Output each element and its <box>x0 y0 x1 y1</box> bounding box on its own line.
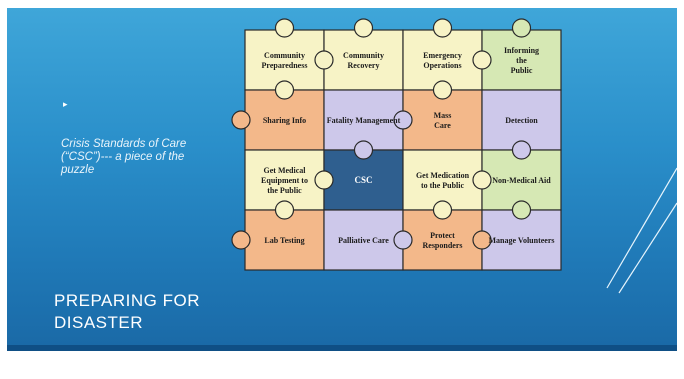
puzzle-knob <box>274 80 295 100</box>
puzzle-piece-label: CSC <box>354 175 372 185</box>
puzzle-knob <box>432 18 453 38</box>
puzzle-piece-label: Get Medication <box>416 171 470 180</box>
puzzle-piece-label: Palliative Care <box>338 236 389 245</box>
puzzle-piece-label: Community <box>343 51 384 60</box>
puzzle-knob <box>274 200 295 220</box>
puzzle-piece <box>244 29 325 91</box>
puzzle-piece <box>244 89 325 151</box>
puzzle-knob <box>511 140 532 160</box>
puzzle-piece-label: Informing <box>504 46 539 55</box>
puzzle-knob <box>353 140 374 160</box>
puzzle-piece-label: to the Public <box>421 181 465 190</box>
puzzle-piece-label: Equipment to <box>261 176 308 185</box>
puzzle-piece-label: Care <box>434 121 451 130</box>
puzzle-piece-label: Mass <box>434 111 452 120</box>
puzzle-piece <box>481 29 562 91</box>
puzzle-piece <box>402 29 483 91</box>
puzzle-piece-label: Sharing Info <box>263 116 306 125</box>
puzzle-knob <box>314 170 334 190</box>
puzzle-piece-label: Operations <box>423 61 461 70</box>
puzzle-knob <box>472 50 492 70</box>
puzzle-piece <box>481 149 562 211</box>
puzzle-piece-label: Fatality Management <box>327 116 401 125</box>
puzzle-knob <box>432 200 453 220</box>
bottom-stripe <box>7 345 677 351</box>
puzzle-piece-label: the Public <box>267 186 302 195</box>
puzzle-piece-label: Get Medical <box>264 166 307 175</box>
puzzle-knob <box>274 18 295 38</box>
puzzle-knob <box>231 230 251 250</box>
puzzle-piece-label: Lab Testing <box>264 236 304 245</box>
puzzle-piece-label: Community <box>264 51 305 60</box>
puzzle-knob <box>511 18 532 38</box>
puzzle-knob <box>353 18 374 38</box>
puzzle-piece <box>323 89 404 151</box>
puzzle-piece <box>323 29 404 91</box>
puzzle-piece-label: the <box>516 56 527 65</box>
puzzle-piece <box>402 149 483 211</box>
slide-title: PREPARING FOR DISASTER <box>54 291 200 332</box>
puzzle-piece-label: Public <box>511 66 533 75</box>
puzzle-diagram: CommunityPreparednessCommunityRecoveryEm… <box>231 18 562 271</box>
puzzle-piece-label: Detection <box>505 116 538 125</box>
slide: ▸ Crisis Standards of Care (“CSC”)--- a … <box>7 8 677 351</box>
puzzle-piece-label: Emergency <box>423 51 462 60</box>
puzzle-piece <box>244 209 325 271</box>
csc-note: Crisis Standards of Care (“CSC”)--- a pi… <box>61 138 187 176</box>
puzzle-knob <box>393 230 413 250</box>
puzzle-knob <box>231 110 251 130</box>
puzzle-piece-label: Preparedness <box>262 61 308 70</box>
puzzle-piece-label: Non-Medical Aid <box>492 176 551 185</box>
puzzle-piece <box>323 209 404 271</box>
puzzle-piece-label: Responders <box>422 241 462 250</box>
puzzle-knob <box>472 230 492 250</box>
decorative-lines <box>606 167 677 294</box>
puzzle-knob <box>393 110 413 130</box>
puzzle-piece-label: Recovery <box>348 61 380 70</box>
puzzle-knob <box>511 200 532 220</box>
bullet-marker: ▸ <box>63 99 68 109</box>
puzzle-piece-label: Manage Volunteers <box>489 236 555 245</box>
puzzle-knob <box>472 170 492 190</box>
puzzle-piece-label: Protect <box>430 231 455 240</box>
puzzle-knob <box>314 50 334 70</box>
puzzle-piece <box>323 149 404 211</box>
puzzle-knob <box>432 80 453 100</box>
